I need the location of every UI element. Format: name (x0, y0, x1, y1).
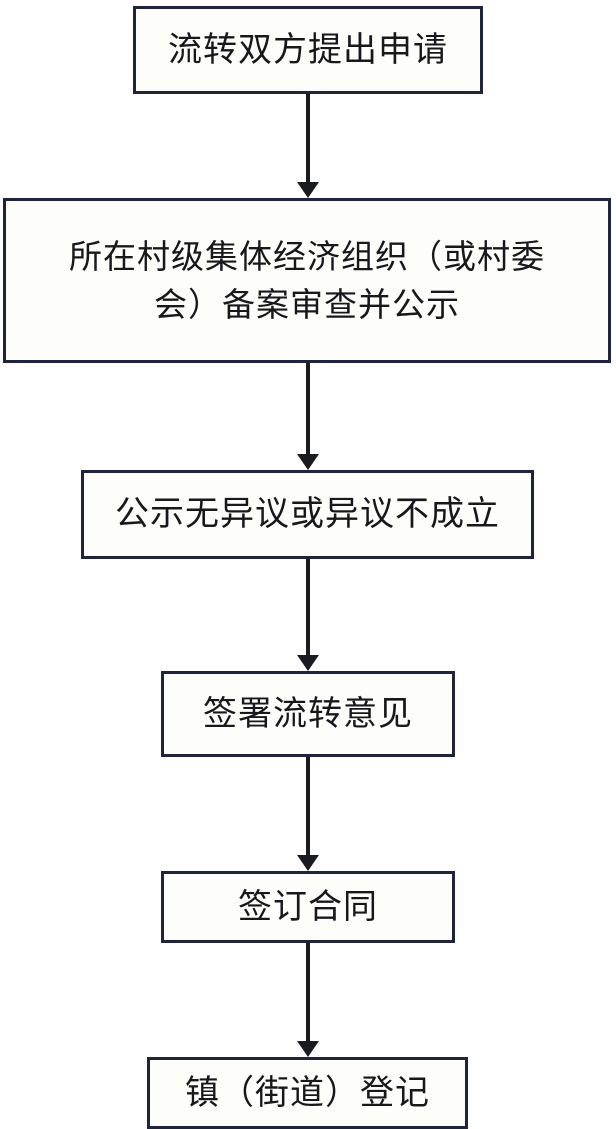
flow-arrow-2-stem (306, 363, 310, 456)
arrow-down-icon (297, 655, 319, 671)
flow-arrow-5-stem (306, 943, 310, 1043)
flow-node-4-label: 签署流转意见 (203, 693, 413, 734)
flow-node-1[interactable]: 流转双方提出申请 (133, 6, 483, 94)
arrow-down-icon (297, 182, 319, 198)
arrow-down-icon (297, 855, 319, 871)
flow-arrow-3-stem (306, 559, 310, 657)
arrow-down-icon (297, 454, 319, 470)
arrow-down-icon (297, 1041, 319, 1057)
flow-node-1-label: 流转双方提出申请 (168, 29, 448, 70)
flow-node-2[interactable]: 所在村级集体经济组织（或村委 会）备案审查并公示 (3, 198, 611, 363)
flow-node-2-label: 所在村级集体经济组织（或村委 会）备案审查并公示 (69, 236, 545, 324)
flow-node-6-label: 镇（街道）登记 (185, 1072, 430, 1113)
flow-node-3[interactable]: 公示无异议或异议不成立 (81, 470, 534, 559)
flow-node-6[interactable]: 镇（街道）登记 (147, 1057, 468, 1129)
flow-arrow-1-stem (306, 94, 310, 184)
flow-node-3-label: 公示无异议或异议不成立 (115, 494, 500, 535)
flow-node-4[interactable]: 签署流转意见 (161, 671, 455, 757)
flow-node-5[interactable]: 签订合同 (161, 871, 455, 943)
flow-arrow-4-stem (306, 757, 310, 857)
flow-node-5-label: 签订合同 (238, 886, 378, 927)
